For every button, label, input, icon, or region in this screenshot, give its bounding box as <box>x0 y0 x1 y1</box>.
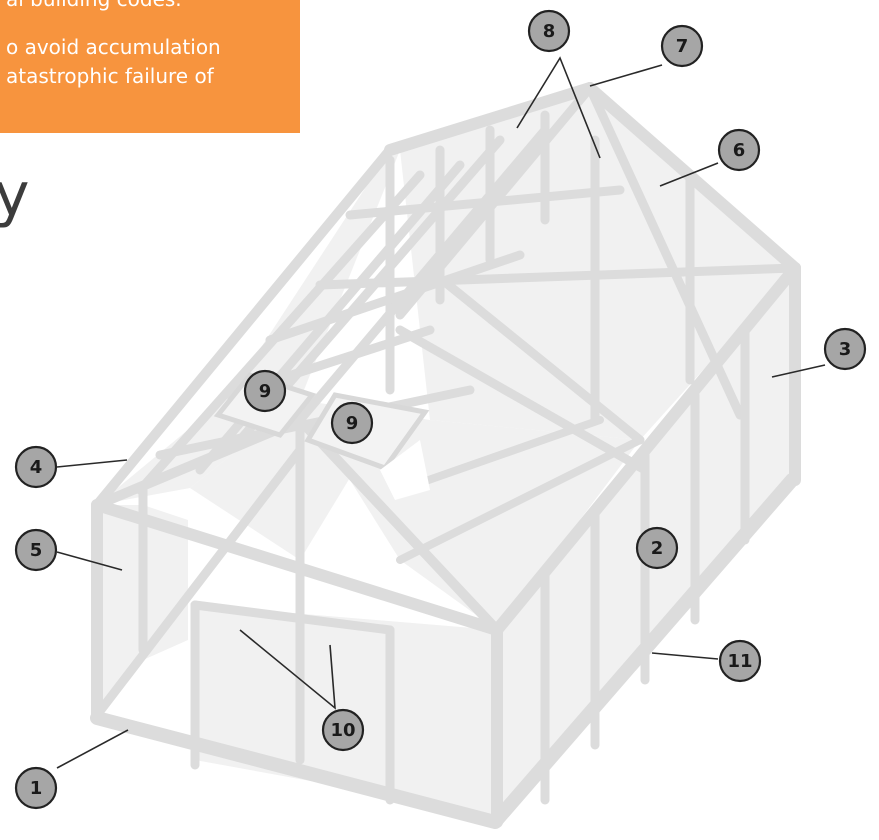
svg-text:6: 6 <box>733 140 746 161</box>
svg-text:2: 2 <box>651 538 664 559</box>
callout-7: 7 <box>660 24 704 68</box>
svg-text:4: 4 <box>30 457 43 478</box>
callout-8: 8 <box>527 9 571 53</box>
callout-2: 2 <box>635 526 679 570</box>
callout-6: 6 <box>717 128 761 172</box>
callout-11: 11 <box>718 639 762 683</box>
svg-text:11: 11 <box>727 651 752 672</box>
callout-10: 10 <box>321 708 365 752</box>
note-line: o avoid accumulation <box>6 35 221 59</box>
svg-text:9: 9 <box>346 413 359 434</box>
greenhouse-frame <box>90 82 801 829</box>
callout-4: 4 <box>14 445 58 489</box>
callout-9-left: 9 <box>243 369 287 413</box>
svg-text:5: 5 <box>30 540 43 561</box>
note-line: atastrophic failure of <box>6 64 214 88</box>
svg-text:8: 8 <box>543 21 556 42</box>
svg-text:3: 3 <box>839 339 852 360</box>
heading-fragment: y <box>0 160 30 230</box>
callout-1: 1 <box>14 766 58 810</box>
svg-text:7: 7 <box>676 36 689 57</box>
callout-3: 3 <box>823 327 867 371</box>
svg-text:10: 10 <box>330 720 355 741</box>
callout-9-right: 9 <box>330 401 374 445</box>
leader-lines <box>56 56 826 769</box>
note-line: al building codes. <box>6 0 182 11</box>
warning-note-box: al building codes. o avoid accumulation … <box>0 0 300 133</box>
svg-text:1: 1 <box>30 778 43 799</box>
callout-5: 5 <box>14 528 58 572</box>
svg-text:9: 9 <box>259 381 272 402</box>
